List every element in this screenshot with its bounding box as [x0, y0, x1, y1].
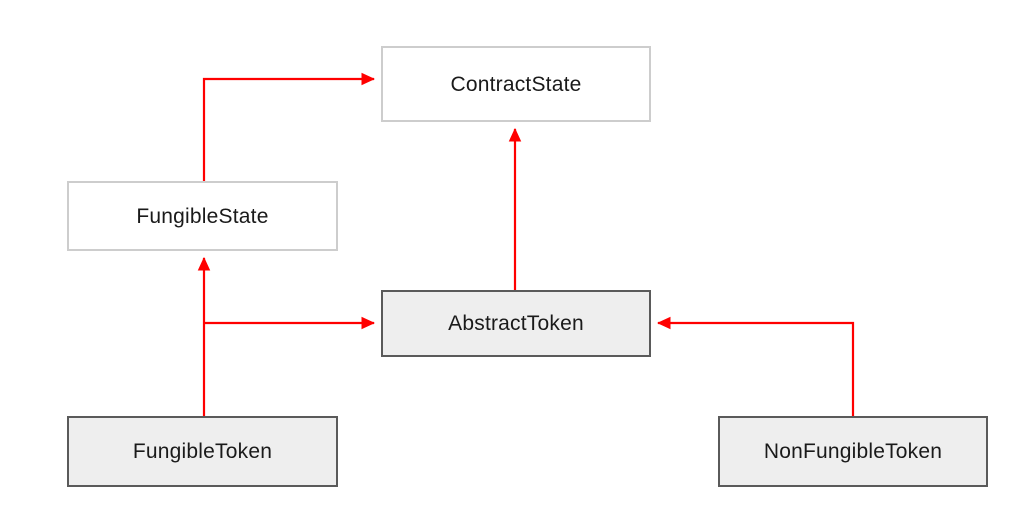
node-fungible-token[interactable]: FungibleToken — [67, 416, 338, 487]
node-contract-state[interactable]: ContractState — [381, 46, 651, 122]
node-label-contract-state: ContractState — [450, 72, 582, 96]
edge-non-fungible-token-to-abstract-token — [656, 316, 855, 416]
edge-fungible-state-to-contract-state — [202, 72, 376, 181]
node-label-fungible-token: FungibleToken — [132, 440, 273, 463]
node-label-fungible-state: FungibleState — [136, 204, 269, 228]
node-fungible-state[interactable]: FungibleState — [67, 181, 338, 251]
node-label-abstract-token: AbstractToken — [448, 312, 584, 335]
node-label-non-fungible-token: NonFungibleToken — [763, 440, 943, 463]
node-non-fungible-token[interactable]: NonFungibleToken — [718, 416, 988, 487]
node-abstract-token[interactable]: AbstractToken — [381, 290, 651, 357]
